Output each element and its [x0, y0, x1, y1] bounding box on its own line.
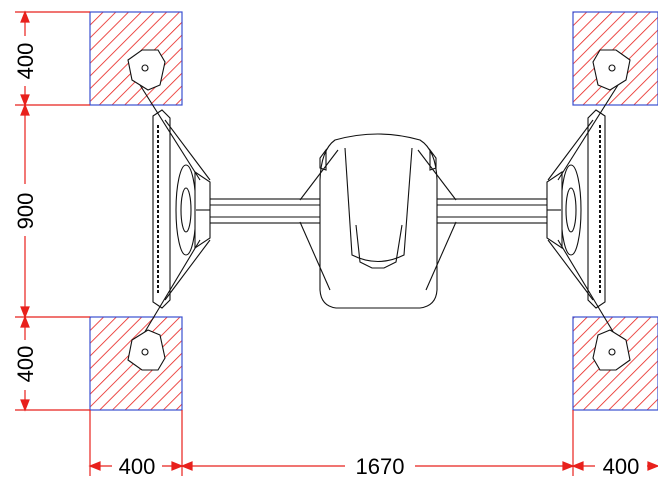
dim-bottom-pad-right: 400 — [603, 454, 640, 479]
dim-bottom-span-middle: 1670 — [356, 454, 405, 479]
dimension-labels: 400 900 400 400 1670 400 — [13, 43, 639, 479]
lift-structure — [127, 49, 631, 371]
dim-bottom-pad-left: 400 — [119, 454, 156, 479]
car-outline — [299, 133, 457, 309]
dim-left-pad-bottom: 400 — [13, 346, 38, 383]
left-column — [127, 49, 211, 371]
right-column — [546, 49, 631, 371]
dim-left-pad-top: 400 — [13, 43, 38, 80]
dim-left-span-middle: 900 — [13, 193, 38, 230]
pad-bottom-right — [572, 316, 658, 411]
